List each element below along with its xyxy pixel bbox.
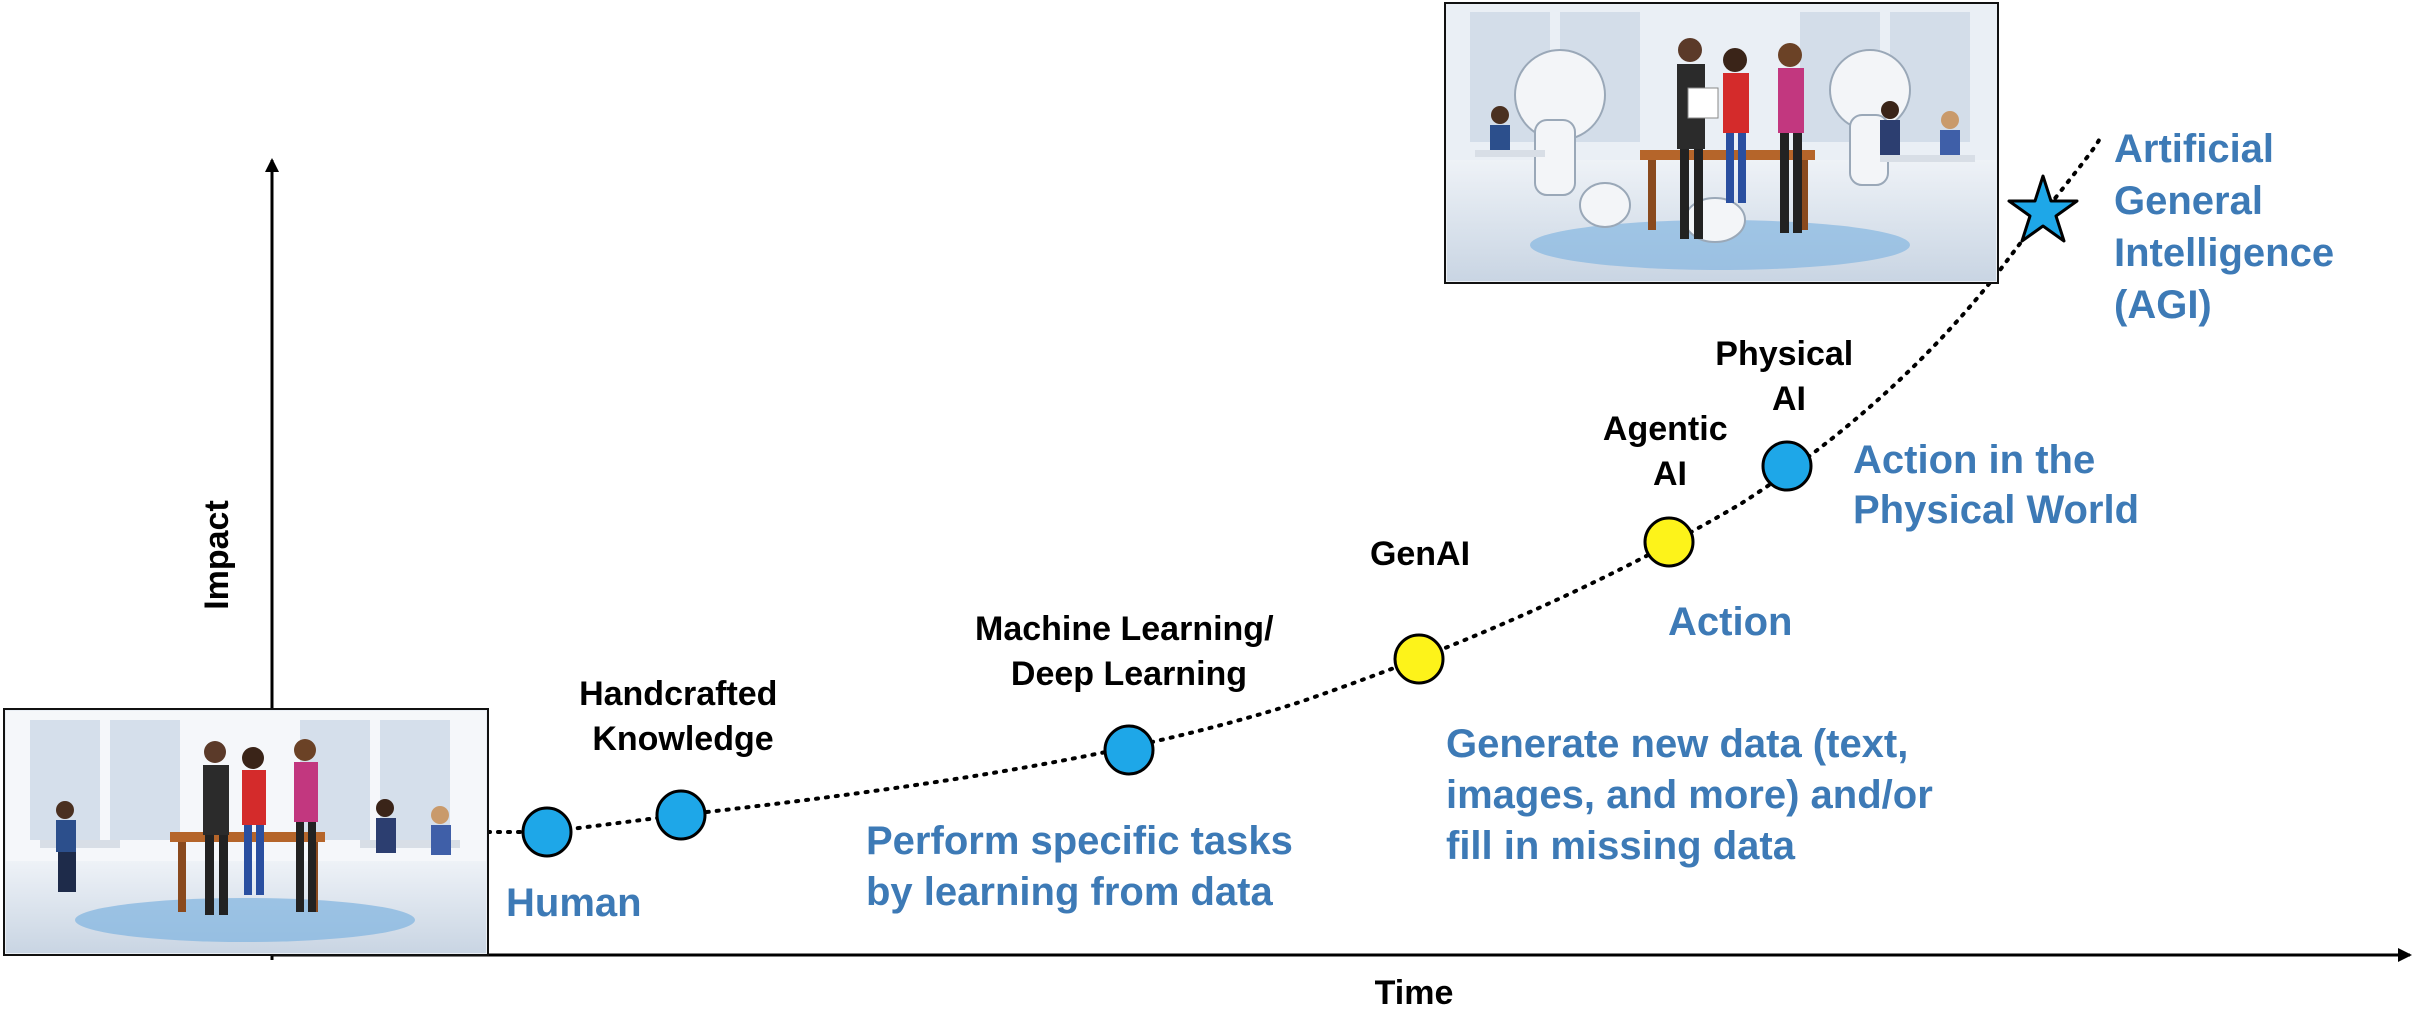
node-human	[521, 806, 573, 858]
desc-agi: Artificial General Intelligence (AGI)	[2114, 127, 2345, 327]
node-physical-ai	[1761, 440, 1813, 492]
label-machine-learning: Machine Learning/ Deep Learning	[975, 610, 1283, 693]
desc-genai: Generate new data (text, images, and mor…	[1446, 722, 1944, 868]
x-axis-title: Time	[1375, 974, 1454, 1012]
desc-human: Human	[506, 881, 642, 925]
growth-curve	[486, 136, 2102, 834]
node-agentic-ai	[1643, 516, 1695, 568]
office-scene-humans-and-robots-image	[1444, 2, 1999, 284]
node-handcrafted-knowledge	[655, 789, 707, 841]
desc-machine-learning: Perform specific tasks by learning from …	[866, 819, 1304, 914]
label-physical-ai: Physical AI	[1715, 335, 1862, 418]
label-genai: GenAI	[1370, 535, 1470, 573]
label-handcrafted-knowledge: Handcrafted Knowledge	[579, 675, 787, 758]
desc-physical-ai: Action in the Physical World	[1853, 438, 2139, 532]
label-agentic-ai: Agentic AI	[1603, 410, 1737, 493]
node-genai	[1393, 633, 1445, 685]
node-agi-star-icon	[2007, 174, 2079, 243]
y-axis-title: Impact	[198, 500, 236, 610]
desc-agentic-ai: Action	[1668, 600, 1792, 644]
node-machine-learning	[1103, 724, 1155, 776]
office-scene-humans-image	[3, 708, 489, 956]
